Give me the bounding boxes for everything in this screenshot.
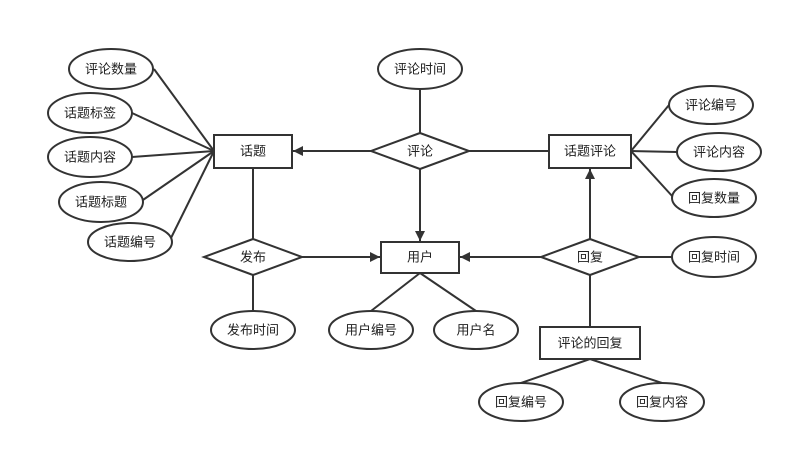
- edge-comment-reply-to-reply-content: [589, 358, 663, 384]
- attr-topic-tags-label: 话题标签: [64, 106, 116, 122]
- attr-topic-content: 话题内容: [47, 136, 133, 178]
- attr-reply-count-label: 回复数量: [688, 192, 740, 207]
- attr-reply-id-label: 回复编号: [495, 396, 547, 411]
- attr-reply-content-label: 回复内容: [636, 395, 688, 411]
- attr-comment-count: 评论数量: [68, 48, 154, 90]
- attr-topic-id: 话题编号: [87, 222, 173, 262]
- edge-comment-id-topic-comment: [630, 104, 670, 152]
- attr-comment-time: 评论时间: [377, 48, 463, 90]
- edge-comment-content-topic-comment: [630, 150, 678, 153]
- relationship-comment: 评论: [368, 131, 472, 171]
- attr-topic-id-label: 话题编号: [104, 236, 156, 251]
- attr-reply-id: 回复编号: [478, 382, 564, 422]
- entity-comment-reply: 评论的回复: [539, 326, 641, 360]
- attr-comment-id-label: 评论编号: [685, 99, 737, 114]
- attr-reply-time: 回复时间: [671, 236, 757, 278]
- relationship-reply: 回复: [538, 237, 642, 277]
- attr-topic-content-label: 话题内容: [64, 150, 116, 166]
- attr-topic-title: 话题标题: [58, 181, 144, 223]
- entity-topic-label: 话题: [240, 145, 266, 160]
- edge-comment-reply-to-reply-id: [520, 358, 591, 384]
- attr-user-id: 用户编号: [328, 310, 414, 350]
- entity-user-label: 用户: [407, 250, 433, 266]
- attr-comment-count-label: 评论数量: [85, 63, 137, 78]
- edge-topic-tags-topic: [131, 112, 215, 152]
- edge-user-to-username: [419, 272, 477, 312]
- attr-publish-time: 发布时间: [210, 310, 296, 350]
- attr-username-label: 用户名: [456, 323, 495, 339]
- entity-comment-reply-label: 评论的回复: [557, 336, 622, 352]
- entity-topic: 话题: [213, 134, 293, 169]
- edge-user-to-user-id: [370, 272, 421, 312]
- entity-user: 用户: [380, 241, 460, 274]
- relationship-publish: 发布: [201, 237, 305, 277]
- edge-reply-count-topic-comment: [630, 150, 674, 198]
- edge-topic-id-topic: [169, 150, 215, 241]
- attr-reply-content: 回复内容: [619, 382, 705, 422]
- relationship-comment-label: 评论: [407, 145, 433, 160]
- attr-reply-time-label: 回复时间: [688, 251, 740, 266]
- attr-publish-time-label: 发布时间: [227, 323, 279, 339]
- attr-reply-count: 回复数量: [671, 178, 757, 218]
- edge-topic-title-topic: [139, 150, 215, 203]
- edge-topic-content-topic: [131, 150, 215, 158]
- attr-user-id-label: 用户编号: [345, 323, 397, 339]
- attr-comment-content: 评论内容: [676, 132, 762, 172]
- entity-topic-comment-label: 话题评论: [564, 145, 616, 160]
- attr-comment-id: 评论编号: [668, 85, 754, 125]
- attr-topic-tags: 话题标签: [47, 92, 133, 134]
- relationship-reply-label: 回复: [577, 251, 603, 266]
- entity-topic-comment: 话题评论: [548, 134, 632, 169]
- relationship-publish-label: 发布: [240, 250, 266, 266]
- attr-comment-time-label: 评论时间: [394, 63, 446, 78]
- edges: [131, 68, 678, 384]
- attr-comment-content-label: 评论内容: [693, 145, 745, 161]
- attr-username: 用户名: [433, 310, 519, 350]
- attr-topic-title-label: 话题标题: [75, 196, 127, 211]
- edge-comment-count-topic: [153, 68, 215, 152]
